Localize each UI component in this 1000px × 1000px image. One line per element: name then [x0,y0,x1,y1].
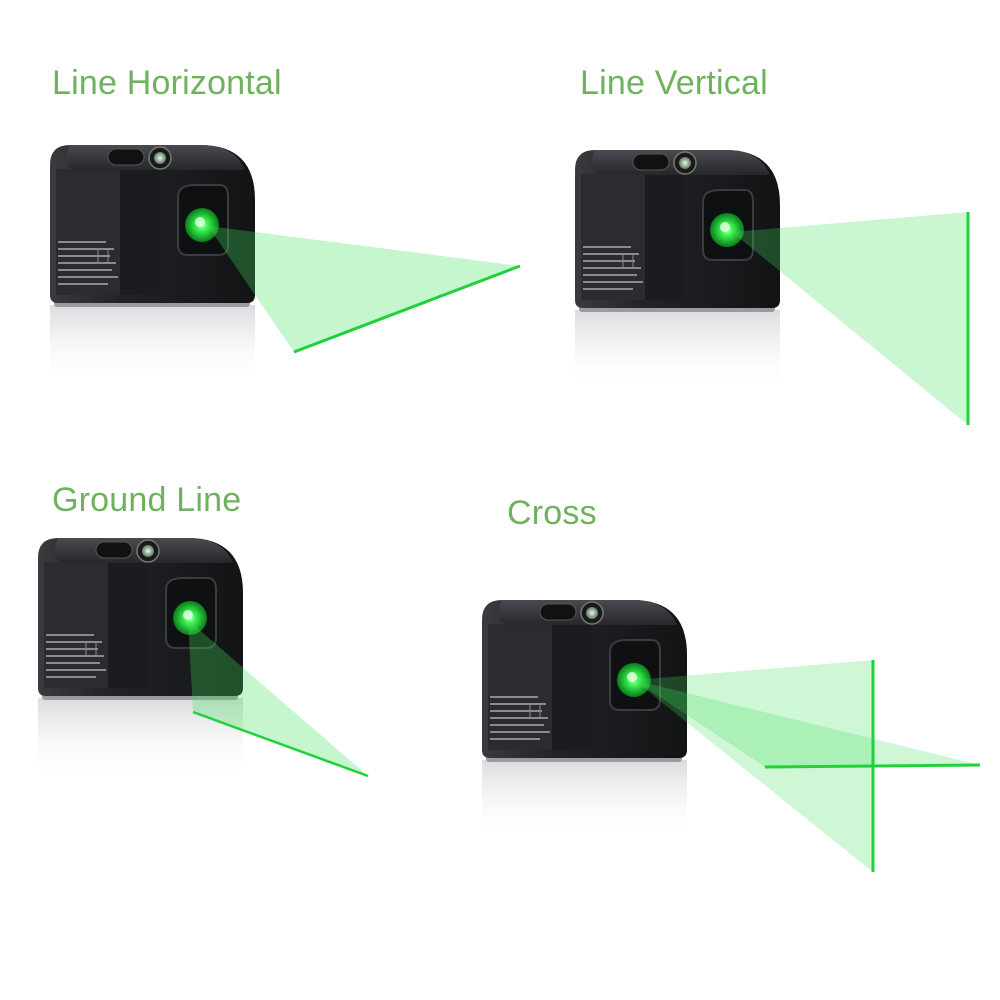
label-ground-line: Ground Line [52,481,242,519]
laser-fan-beam-vertical [634,660,873,872]
panel-cross [481,599,981,872]
laser-fan-beam [732,212,968,425]
laser-level-device-icon [574,149,781,391]
panel-ground-line [37,537,369,779]
laser-fan-beam [208,226,520,352]
panel-line-vertical [574,149,970,425]
laser-fan-beam-horizontal [634,680,980,767]
label-line-horizontal: Line Horizontal [52,64,282,102]
panel-line-horizontal [49,144,521,386]
laser-level-device-icon [481,599,688,841]
horizontal-laser-line [293,264,521,354]
laser-fan-beam [188,620,368,776]
label-line-vertical: Line Vertical [580,64,768,102]
cross-horizontal-laser-line [764,763,981,769]
laser-level-device-icon [49,144,256,386]
ground-laser-line [192,710,369,778]
label-cross: Cross [507,494,597,532]
